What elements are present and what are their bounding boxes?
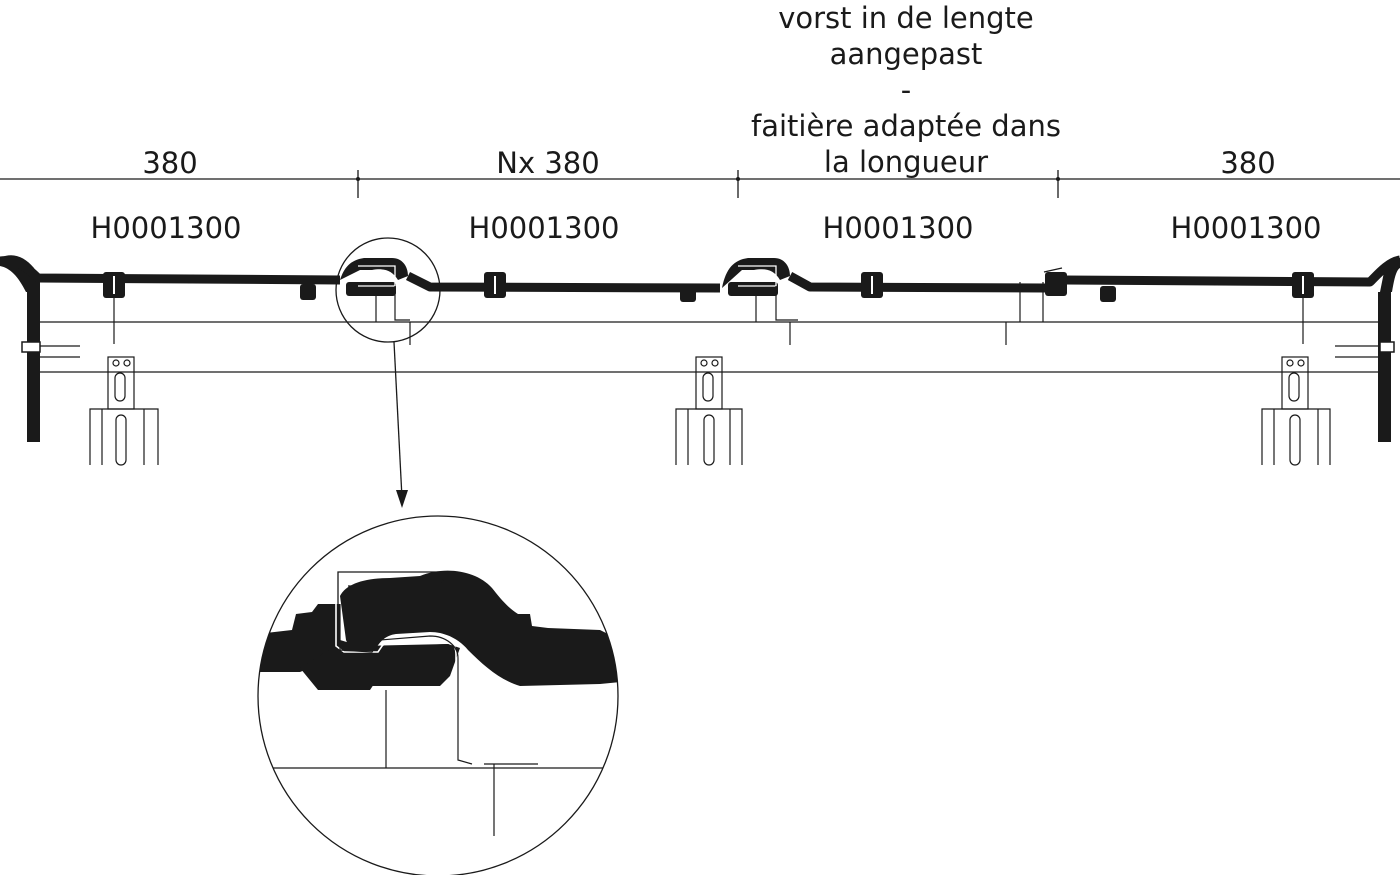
dimension-label-3: 380 bbox=[1220, 146, 1276, 180]
dimension-ticks bbox=[356, 177, 1060, 181]
tile-profile bbox=[0, 255, 1400, 293]
dimension-label-2: Nx 380 bbox=[496, 146, 600, 180]
note-line-5: la longueur bbox=[823, 145, 989, 179]
rafter-bracket-2 bbox=[675, 356, 743, 466]
rafter-bracket-1 bbox=[89, 356, 159, 466]
dimension-label-1: 380 bbox=[142, 146, 198, 180]
interlock-small-3 bbox=[1043, 267, 1067, 296]
note-line-4: faitière adaptée dans bbox=[751, 109, 1061, 143]
interlock-small-1 bbox=[340, 258, 408, 296]
interlock-small-2 bbox=[722, 258, 790, 296]
note-line-2: aangepast bbox=[829, 37, 983, 71]
tile-code-1: H0001300 bbox=[90, 211, 242, 245]
tile-hooks bbox=[113, 282, 1304, 345]
dimension-line bbox=[0, 170, 1400, 198]
note-line-3: - bbox=[900, 73, 912, 107]
tile-code-4: H0001300 bbox=[1170, 211, 1322, 245]
detail-enlargement bbox=[258, 570, 618, 836]
detail-callout bbox=[335, 237, 441, 499]
batten bbox=[40, 321, 1378, 373]
tile-code-3: H0001300 bbox=[822, 211, 974, 245]
tile-lug-slots bbox=[113, 276, 1304, 294]
detail-circle bbox=[257, 515, 619, 875]
ridge-note: vorst in de lengte aangepast - faitière … bbox=[751, 0, 1061, 180]
tile-code-2: H0001300 bbox=[468, 211, 620, 245]
rafter-bracket-3 bbox=[1261, 356, 1331, 466]
left-verge bbox=[0, 255, 80, 442]
right-verge bbox=[1335, 258, 1400, 442]
callout-arrowhead bbox=[396, 490, 408, 508]
note-line-1: vorst in de lengte bbox=[778, 1, 1034, 35]
